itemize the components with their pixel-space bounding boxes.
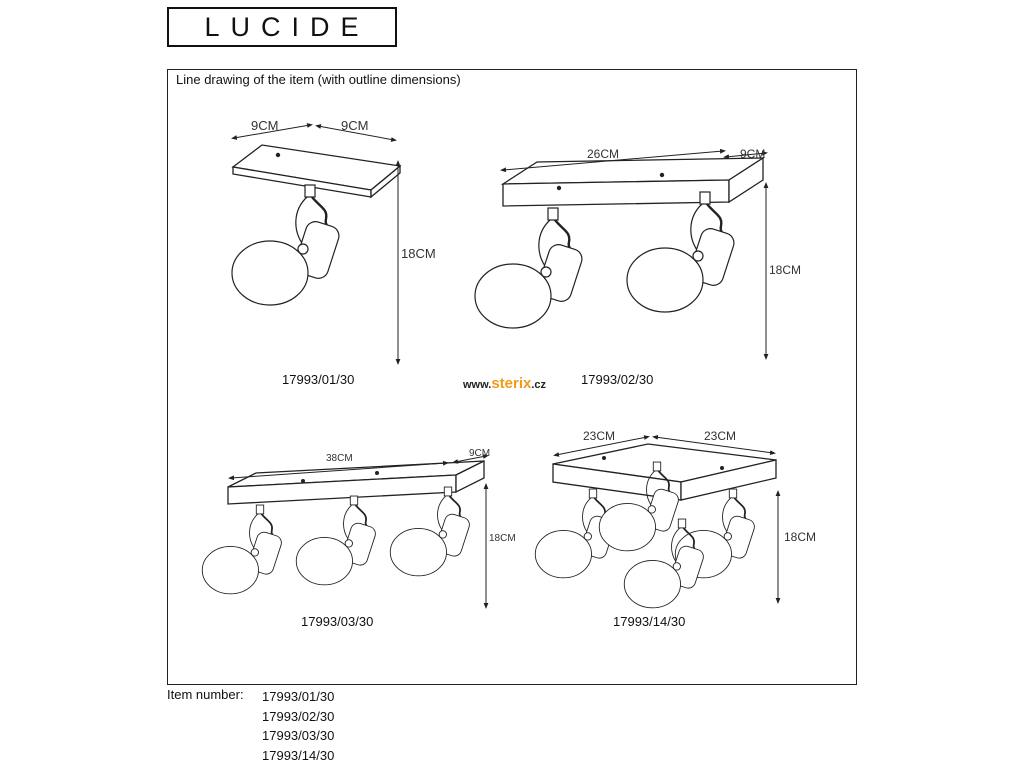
dim-label: 26CM (587, 147, 619, 161)
dim-label: 23CM (583, 429, 615, 443)
dim-label: 18CM (784, 530, 816, 544)
item-number: 17993/02/30 (262, 708, 335, 724)
dim-label: 38CM (326, 453, 353, 464)
item-number-label: Item number: (167, 687, 244, 702)
drawing-17993-14: 23CM 23CM 18CM (534, 429, 816, 609)
dim-label: 18CM (489, 533, 516, 544)
dim-label: 9CM (251, 118, 278, 133)
product-code: 17993/03/30 (301, 614, 374, 629)
watermark-suffix: .cz (531, 379, 547, 391)
product-code: 17993/14/30 (613, 614, 686, 629)
dim-label: 18CM (769, 263, 801, 277)
drawing-17993-01: 9CM 9CM 18CM (230, 118, 436, 365)
drawing-17993-03: 38CM 9CM 18CM (201, 448, 516, 609)
watermark: www.sterix.cz (463, 375, 546, 392)
logo-text: LUCIDE (204, 11, 370, 42)
dim-label: 9CM (740, 147, 765, 161)
frame-title: Line drawing of the item (with outline d… (176, 72, 461, 87)
watermark-prefix: www. (463, 379, 492, 391)
item-number: 17993/01/30 (262, 689, 335, 704)
dim-label: 23CM (704, 429, 736, 443)
product-code: 17993/01/30 (282, 372, 355, 387)
drawing-frame (167, 69, 857, 685)
item-number: 17993/14/30 (262, 747, 335, 763)
watermark-brand: sterix (491, 375, 532, 392)
dim-label: 9CM (341, 118, 368, 133)
item-number: 17993/03/30 (262, 728, 335, 743)
drawing-17993-02: 26CM 9CM 18CM (473, 147, 801, 360)
product-code: 17993/02/30 (581, 372, 654, 387)
lucide-logo: LUCIDE (167, 7, 397, 47)
item-number-list: 17993/01/30 17993/02/30 17993/03/30 1799… (262, 687, 334, 765)
dim-label: 9CM (469, 448, 490, 459)
dim-label: 18CM (401, 246, 436, 261)
